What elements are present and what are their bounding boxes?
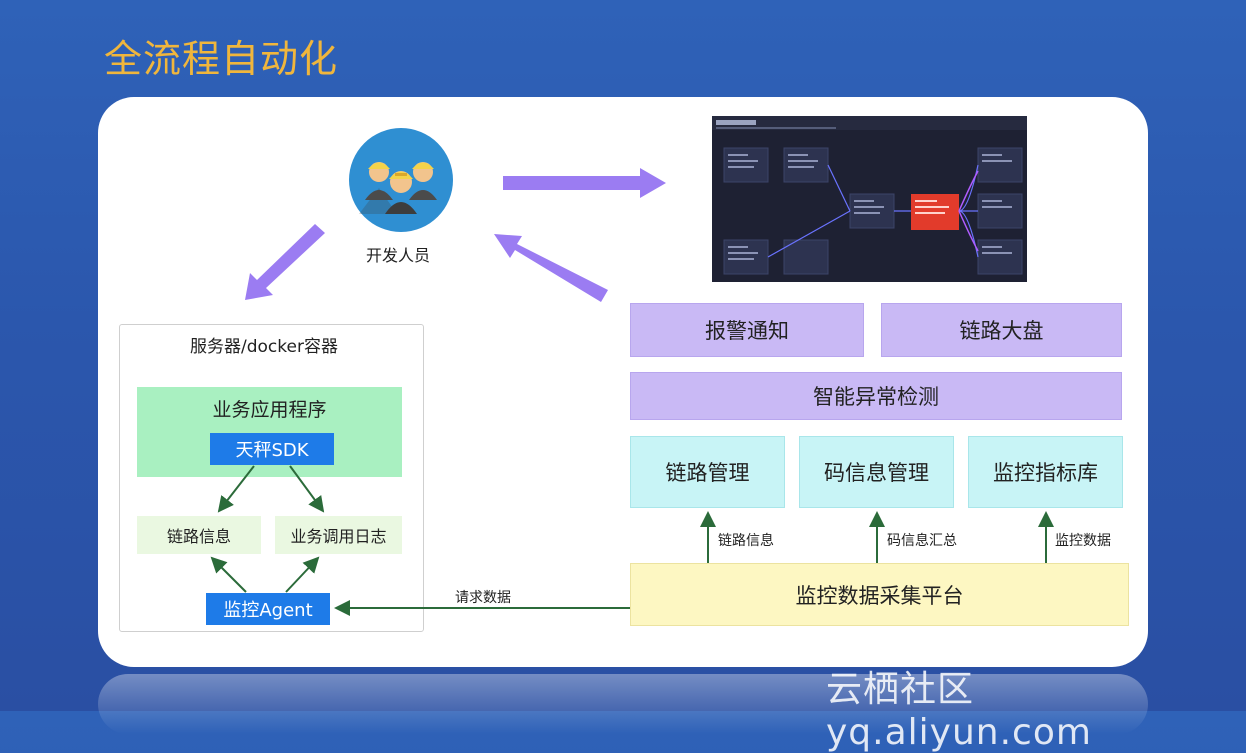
agent-box: 监控Agent	[206, 593, 330, 625]
server-title: 服务器/docker容器	[190, 337, 338, 357]
alert-notify-box: 报警通知	[630, 303, 864, 357]
request-data-label: 请求数据	[455, 590, 511, 606]
metric-store-box: 监控指标库	[968, 436, 1123, 508]
code-info-mgmt-box: 码信息管理	[799, 436, 954, 508]
link-dashboard-screenshot	[712, 116, 1027, 282]
link-info-box: 链路信息	[137, 516, 261, 554]
receive-alert-arrow	[494, 234, 608, 302]
collection-platform-box: 监控数据采集平台	[630, 563, 1129, 626]
sdk-box: 天秤SDK	[210, 433, 334, 465]
watermark: 云栖社区 yq.aliyun.com	[826, 669, 1092, 753]
link-info-arrow-label: 链路信息	[718, 533, 774, 549]
developer-avatar	[349, 128, 453, 232]
business-app-label: 业务应用程序	[212, 399, 327, 421]
arrows-layer	[210, 168, 1054, 616]
developers-icon	[349, 128, 453, 232]
server-container	[119, 324, 424, 632]
view-link-arrow	[503, 168, 666, 198]
call-log-box: 业务调用日志	[275, 516, 402, 554]
add-config-arrow	[245, 224, 325, 300]
page-title: 全流程自动化	[104, 37, 339, 81]
monitor-data-label: 监控数据	[1055, 533, 1111, 549]
link-dashboard-box: 链路大盘	[881, 303, 1122, 357]
code-info-summary-label: 码信息汇总	[887, 533, 957, 549]
purple-arrows	[245, 168, 666, 302]
dashboard-graph-icon	[712, 116, 1027, 275]
link-mgmt-box: 链路管理	[630, 436, 785, 508]
anomaly-detection-box: 智能异常检测	[630, 372, 1122, 420]
developer-label: 开发人员	[366, 246, 431, 265]
view-link-label: 查看链路	[532, 156, 593, 174]
business-app-box: 业务应用程序	[137, 387, 402, 477]
